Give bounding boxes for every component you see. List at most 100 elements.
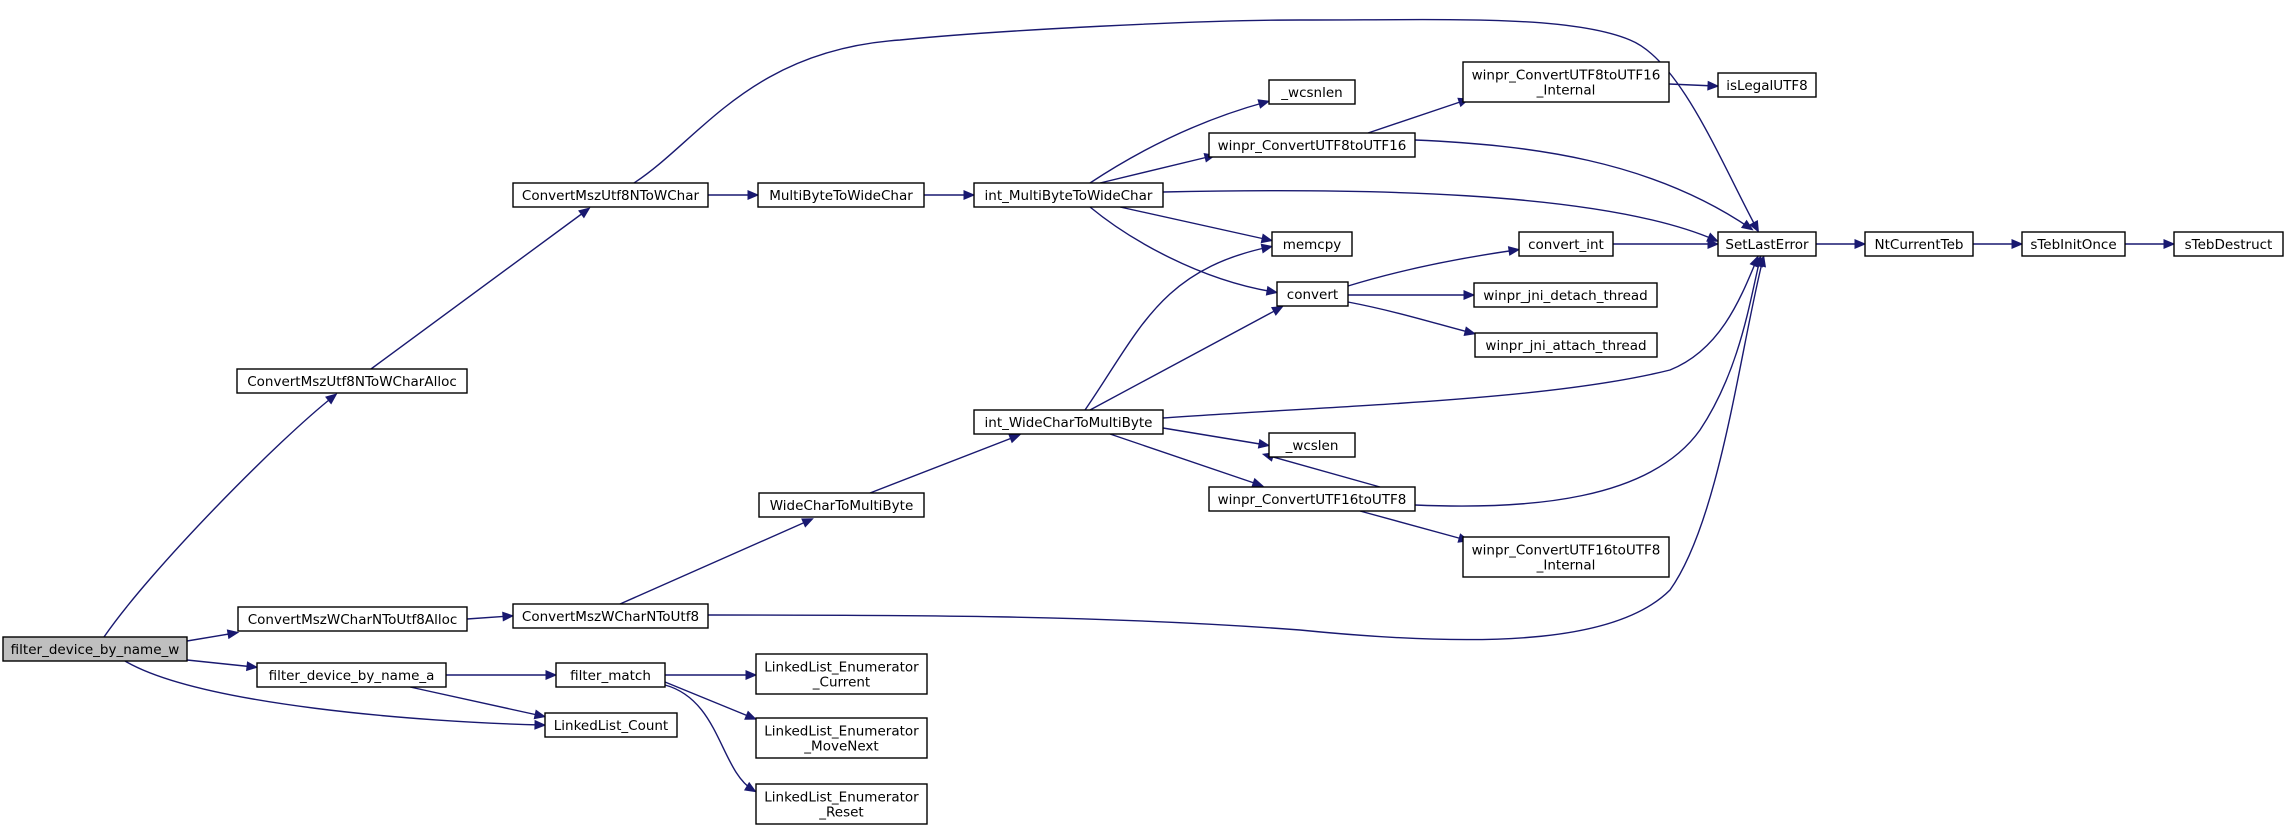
node-box xyxy=(755,783,928,825)
node-convertmszwcharntoutf8alloc[interactable]: ConvertMszWCharNToUtf8Alloc xyxy=(237,606,468,632)
node-box xyxy=(544,712,678,738)
edge-line xyxy=(1359,510,1467,541)
edge-convert-to-winpr-jni-attach-thread xyxy=(1347,301,1477,337)
edge-winpr-convertutf8toutf16-to-winpr-convertutf8toutf16-internal xyxy=(1367,97,1471,134)
edge-widechartomultibyte-to-int-widechartomultibyte xyxy=(869,434,1022,494)
node-label: _Current xyxy=(812,675,870,691)
edge-line xyxy=(1347,301,1473,334)
node-winpr-convertutf8toutf16[interactable]: winpr_ConvertUTF8toUTF16 xyxy=(1208,132,1416,158)
arrowhead-icon xyxy=(325,393,338,405)
node-wcslen[interactable]: _wcslen xyxy=(1268,432,1356,458)
node-box xyxy=(1208,486,1416,512)
edge-int-widechartomultibyte-to-winpr-convertutf16toutf8 xyxy=(1109,433,1265,488)
arrowhead-icon xyxy=(743,781,757,793)
node-winpr-convertutf16toutf8-internal[interactable]: winpr_ConvertUTF16toUTF8_Internal xyxy=(1462,536,1670,578)
edge-multibytetowidechar-to-int-multibytetowidechar xyxy=(924,190,976,200)
node-label: filter_device_by_name_w xyxy=(11,642,180,658)
edge-line xyxy=(1265,454,1381,488)
node-int-widechartomultibyte[interactable]: int_WideCharToMultiByte xyxy=(973,409,1164,435)
node-label: filter_match xyxy=(570,668,651,684)
node-box xyxy=(237,606,468,632)
node-box xyxy=(1717,72,1817,98)
edge-line xyxy=(1084,246,1270,411)
arrowhead-icon xyxy=(226,629,240,640)
node-linkedlist-count[interactable]: LinkedList_Count xyxy=(544,712,678,738)
node-label: ConvertMszWCharNToUtf8Alloc xyxy=(248,612,458,628)
node-linkedlist-enumerator-reset[interactable]: LinkedList_Enumerator_Reset xyxy=(755,783,928,825)
arrowhead-icon xyxy=(1463,326,1477,337)
node-winpr-jni-detach-thread[interactable]: winpr_jni_detach_thread xyxy=(1473,282,1658,308)
node-label: _Internal xyxy=(1536,558,1596,574)
edge-int-widechartomultibyte-to-memcpy xyxy=(1084,243,1274,411)
node-linkedlist-enumerator-movenext[interactable]: LinkedList_Enumerator_MoveNext xyxy=(755,717,928,759)
arrowhead-icon xyxy=(801,518,814,528)
edge-line xyxy=(1162,189,1716,241)
arrowhead-icon xyxy=(1008,434,1022,444)
edge-line xyxy=(664,684,754,791)
node-label: _Internal xyxy=(1536,83,1596,99)
node-box xyxy=(2173,231,2284,257)
node-linkedlist-enumerator-current[interactable]: LinkedList_Enumerator_Current xyxy=(755,653,928,695)
edge-line xyxy=(1367,99,1467,134)
node-convert[interactable]: convert xyxy=(1276,281,1349,307)
edge-line xyxy=(1414,258,1761,507)
node-filter-match[interactable]: filter_match xyxy=(555,662,666,688)
node-box xyxy=(1208,132,1416,158)
arrowhead-icon xyxy=(1707,80,1720,91)
node-stebdestruct[interactable]: sTebDestruct xyxy=(2173,231,2284,257)
node-label: LinkedList_Enumerator xyxy=(764,724,919,740)
edges xyxy=(103,18,2176,793)
arrowhead-icon xyxy=(1265,285,1279,296)
edge-int-widechartomultibyte-to-wcslen xyxy=(1162,427,1271,449)
arrowhead-icon xyxy=(533,709,547,720)
node-convertmszutf8ntowcharalloc[interactable]: ConvertMszUtf8NToWCharAlloc xyxy=(236,368,468,394)
node-label: winpr_jni_attach_thread xyxy=(1485,338,1646,354)
node-label: LinkedList_Enumerator xyxy=(764,790,919,806)
arrowhead-icon xyxy=(745,670,758,680)
edge-line xyxy=(1089,206,1275,293)
node-box xyxy=(758,492,925,518)
edge-int-multibytetowidechar-to-winpr-convertutf8toutf16 xyxy=(1099,152,1217,184)
node-box xyxy=(256,662,447,688)
node-label: winpr_ConvertUTF8toUTF16 xyxy=(1218,138,1407,154)
arrowhead-icon xyxy=(1463,290,1476,300)
node-box xyxy=(757,182,925,208)
node-setlasterror[interactable]: SetLastError xyxy=(1717,231,1817,257)
edge-int-multibytetowidechar-to-wcsnlen xyxy=(1089,99,1271,184)
node-box xyxy=(755,653,928,695)
node-filter-device-by-name-a[interactable]: filter_device_by_name_a xyxy=(256,662,447,688)
node-box xyxy=(1518,231,1614,257)
edge-line xyxy=(1162,258,1758,419)
edge-winpr-convertutf8toutf16-to-setlasterror xyxy=(1414,139,1754,231)
node-stebinitonce[interactable]: sTebInitOnce xyxy=(2021,231,2126,257)
arrowhead-icon xyxy=(502,611,515,622)
node-widechartomultibyte[interactable]: WideCharToMultiByte xyxy=(758,492,925,518)
node-convertmszutf8ntowchar[interactable]: ConvertMszUtf8NToWChar xyxy=(512,182,709,208)
node-winpr-jni-attach-thread[interactable]: winpr_jni_attach_thread xyxy=(1474,332,1658,358)
node-ntcurrentteb[interactable]: NtCurrentTeb xyxy=(1864,231,1974,257)
node-box xyxy=(1271,231,1353,257)
node-filter-device-by-name-w[interactable]: filter_device_by_name_w xyxy=(2,636,188,662)
arrowhead-icon xyxy=(1260,233,1274,244)
edge-convertmszutf8ntowchar-to-setlasterror xyxy=(633,18,1760,233)
node-memcpy[interactable]: memcpy xyxy=(1271,231,1353,257)
node-convertmszwcharntoutf8[interactable]: ConvertMszWCharNToUtf8 xyxy=(512,603,709,629)
arrowhead-icon xyxy=(1749,220,1760,233)
edge-convert-int-to-setlasterror xyxy=(1613,239,1720,249)
edge-line xyxy=(370,209,588,370)
edge-line xyxy=(1119,206,1270,241)
edge-line xyxy=(124,660,543,726)
node-label: NtCurrentTeb xyxy=(1875,237,1964,253)
node-islegalutf8[interactable]: isLegalUTF8 xyxy=(1717,72,1817,98)
node-convert-int[interactable]: convert_int xyxy=(1518,231,1614,257)
node-winpr-convertutf8toutf16-internal[interactable]: winpr_ConvertUTF8toUTF16_Internal xyxy=(1462,61,1670,103)
arrowhead-icon xyxy=(578,207,591,219)
arrowhead-icon xyxy=(1507,246,1521,256)
edge-line xyxy=(1099,155,1213,184)
node-box xyxy=(1864,231,1974,257)
node-int-multibytetowidechar[interactable]: int_MultiByteToWideChar xyxy=(973,182,1164,208)
node-winpr-convertutf16toutf8[interactable]: winpr_ConvertUTF16toUTF8 xyxy=(1208,486,1416,512)
edge-filter-device-by-name-a-to-linkedlist-count xyxy=(409,686,547,720)
node-wcsnlen[interactable]: _wcsnlen xyxy=(1268,79,1356,105)
node-multibytetowidechar[interactable]: MultiByteToWideChar xyxy=(757,182,925,208)
